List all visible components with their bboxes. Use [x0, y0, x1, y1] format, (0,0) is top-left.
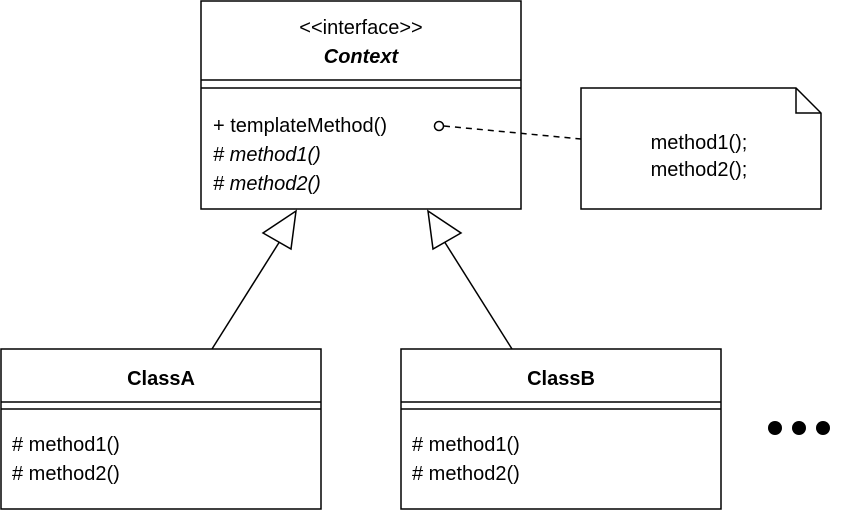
- inheritance-arrow-class-b: [427, 209, 513, 350]
- note-connector: [443, 125, 582, 140]
- class-b[interactable]: ClassB # method1() # method2(): [400, 348, 722, 510]
- class-a-method2: # method2(): [12, 463, 120, 485]
- class-a-name: ClassA: [127, 368, 195, 390]
- class-b-method2: # method2(): [412, 463, 520, 485]
- note-line-2: method2();: [651, 159, 748, 181]
- context-method-template: + templateMethod(): [213, 115, 387, 137]
- ellipsis-dots: [768, 421, 830, 435]
- context-stereotype: <<interface>>: [299, 17, 422, 39]
- inheritance-arrow-class-a: [211, 209, 297, 350]
- context-method-method2: # method2(): [213, 173, 321, 195]
- context-name: Context: [324, 46, 400, 68]
- note[interactable]: method1(); method2();: [580, 87, 822, 210]
- note-anchor-circle: [433, 120, 445, 132]
- class-a[interactable]: ClassA # method1() # method2(): [0, 348, 322, 510]
- class-b-name: ClassB: [527, 368, 595, 390]
- note-line-1: method1();: [651, 132, 748, 154]
- context-method-method1: # method1(): [213, 144, 321, 166]
- class-a-method1: # method1(): [12, 434, 120, 456]
- class-b-method1: # method1(): [412, 434, 520, 456]
- context-class[interactable]: <<interface>> Context + templateMethod()…: [200, 0, 522, 210]
